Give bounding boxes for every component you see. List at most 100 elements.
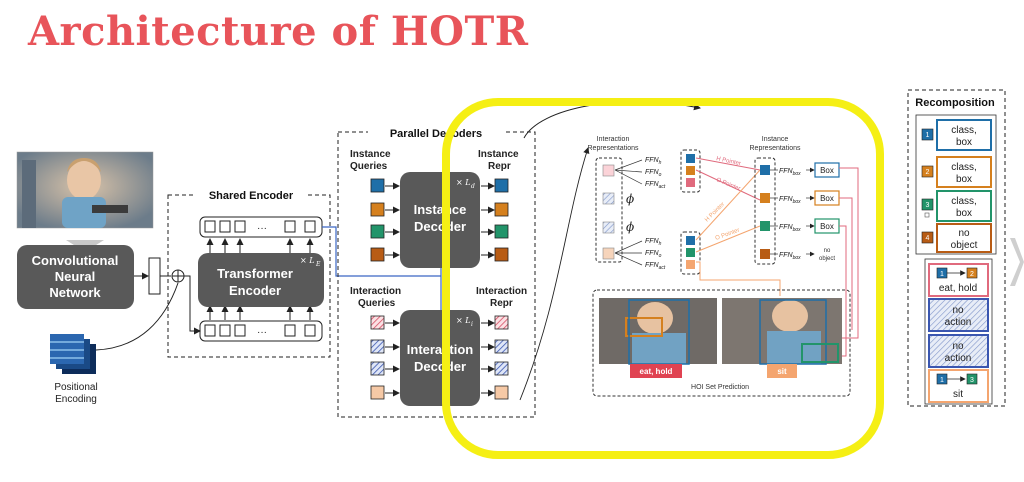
hoi-interaction-repr-label-1: Interaction — [597, 136, 630, 143]
positional-encoding-icon — [50, 334, 96, 374]
interaction-decoder-label-1: Interaction — [407, 342, 474, 357]
instance-repeat: × L — [456, 178, 471, 187]
ffn-box-1: FFNbox — [779, 168, 801, 177]
recomp-action-3: no action — [928, 334, 989, 368]
interaction-repr-2 — [494, 339, 509, 354]
interaction-repr-label-1: Interaction — [476, 286, 527, 297]
ffn-box-2: FFNbox — [779, 196, 801, 205]
interaction-repr-label-2: Repr — [490, 298, 513, 309]
down-arrow-icon — [66, 230, 104, 252]
prediction-image-1 — [599, 298, 717, 365]
instance-query-2 — [370, 202, 385, 217]
svg-text:eat, hold: eat, hold — [939, 283, 977, 294]
label-eat-hold-text: eat, hold — [640, 367, 673, 376]
box-output-1 — [814, 162, 840, 178]
recomp-item-4: 4 no object — [921, 223, 992, 253]
interaction-decoder-label-2: Decoder — [414, 359, 466, 374]
instance-query-1 — [370, 178, 385, 193]
svg-text:box: box — [956, 137, 972, 148]
h-pointer-label-1: H Pointer — [716, 156, 742, 167]
box-output-2-label: Box — [820, 194, 834, 203]
interaction-repr-3 — [494, 361, 509, 376]
recomp-item-2: 2 class, box — [921, 156, 992, 188]
feature-map — [148, 257, 161, 295]
svg-text:box: box — [956, 174, 972, 185]
shared-encoder-title: Shared Encoder — [209, 190, 294, 202]
ffn-h-1: FFNh — [645, 157, 662, 166]
recomp-action-4: 1 3 sit — [928, 369, 989, 403]
svg-text:2: 2 — [926, 169, 930, 176]
instance-repr-4 — [494, 247, 509, 262]
recomp-item-1: 1 class, box — [921, 119, 992, 151]
o-pointer-label-1: O Pointer — [715, 177, 741, 192]
transformer-encoder-block: Transformer Encoder × L E — [198, 253, 324, 307]
hoi-interaction-repr-label-2: Representations — [588, 145, 639, 152]
svg-text:class,: class, — [951, 196, 977, 207]
svg-text:3: 3 — [970, 377, 974, 384]
recomp-item-3: 3 class, box — [921, 190, 992, 222]
interaction-queries-label-2: Queries — [358, 298, 396, 309]
encoder-ellipsis-bottom: ··· — [257, 327, 267, 338]
interaction-query-1 — [370, 315, 385, 330]
interaction-query-4 — [370, 385, 385, 400]
instance-query-4 — [370, 247, 385, 262]
label-sit — [767, 364, 797, 378]
yellow-highlight — [442, 98, 884, 459]
svg-text:1: 1 — [926, 132, 930, 139]
ffn-box-3: FFNbox — [779, 224, 801, 233]
hoi-instance-repr-label-2: Representations — [750, 145, 801, 152]
ffn-o-2: FFNo — [645, 250, 662, 259]
svg-text:1: 1 — [940, 271, 944, 278]
cnn-block: Convolutional Neural Network — [17, 245, 134, 309]
hoi-set-prediction-title: HOI Set Prediction — [691, 384, 749, 391]
label-sit-text: sit — [777, 367, 787, 376]
instance-decoder-label-2: Decoder — [414, 219, 466, 234]
instance-repeat-sub: d — [471, 183, 475, 190]
svg-text:1: 1 — [940, 377, 944, 384]
o-pointer-label-2: O Pointer — [715, 228, 741, 242]
interaction-repr-4 — [494, 385, 509, 400]
svg-text:no: no — [952, 305, 964, 316]
ffn-box-4: FFNbox — [779, 252, 801, 261]
interaction-queries-label-1: Interaction — [350, 286, 401, 297]
cnn-label-2: Neural — [55, 269, 95, 284]
hoi-instance-repr-label-1: Instance — [762, 136, 789, 143]
svg-text:action: action — [945, 317, 972, 328]
recomp-action-2: no action — [928, 298, 989, 332]
instance-queries-label-2: Queries — [350, 161, 388, 172]
instance-query-3 — [370, 224, 385, 239]
no-object-label-2: object — [819, 256, 835, 262]
instance-repr-label-1: Instance — [478, 149, 519, 160]
box-output-1-label: Box — [820, 166, 834, 175]
h-pointer-label-2: H Pointer — [704, 201, 726, 223]
instance-repr-2 — [494, 202, 509, 217]
ffn-h-2: FFNh — [645, 238, 662, 247]
prediction-image-2 — [722, 298, 842, 365]
box-output-3-label: Box — [820, 222, 834, 231]
chevron-right-icon[interactable] — [1010, 238, 1024, 286]
positional-label-2: Encoding — [55, 394, 97, 405]
svg-text:class,: class, — [951, 162, 977, 173]
encoder-repeat-sub: E — [315, 261, 321, 268]
instance-repr-3 — [494, 224, 509, 239]
ffn-o-1: FFNo — [645, 169, 662, 178]
interaction-query-2 — [370, 339, 385, 354]
label-eat-hold — [630, 364, 682, 378]
svg-text:3: 3 — [926, 202, 930, 209]
phi-symbol-1: ϕ — [626, 192, 634, 206]
instance-repr-1 — [494, 178, 509, 193]
encoder-label-1: Transformer — [217, 266, 293, 281]
encoder-ellipsis-top: ··· — [257, 223, 267, 234]
svg-text:4: 4 — [926, 235, 930, 242]
encoder-label-2: Encoder — [229, 283, 281, 298]
instance-queries-label-1: Instance — [350, 149, 391, 160]
parallel-decoders-title: Parallel Decoders — [390, 128, 482, 140]
interaction-repr-1 — [494, 315, 509, 330]
svg-text:class,: class, — [951, 125, 977, 136]
no-object-label-1: no — [824, 248, 831, 254]
interaction-repeat: × L — [456, 316, 471, 325]
instance-repr-label-2: Repr — [488, 161, 511, 172]
svg-text:2: 2 — [970, 271, 974, 278]
ffn-act-1: FFNact — [645, 181, 666, 190]
